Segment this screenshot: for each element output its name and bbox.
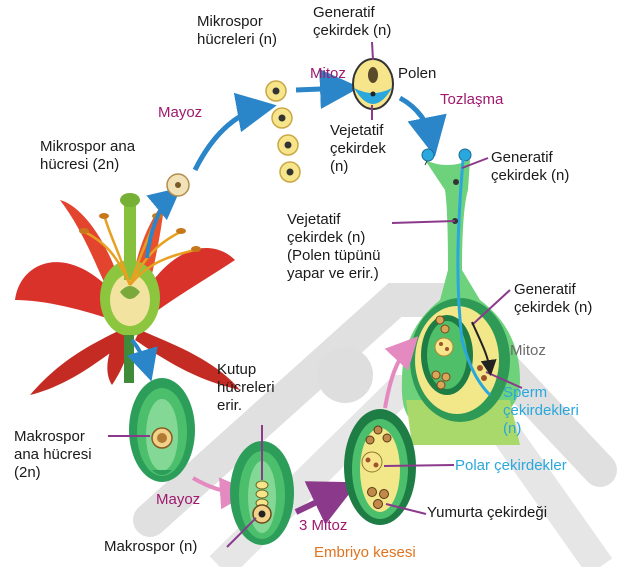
label-megaspore: Makrospor (n) [104, 538, 197, 556]
mitosis-arrow-top [296, 88, 345, 90]
label-three-mitosis: 3 Mitoz [299, 517, 347, 535]
label-pollen: Polen [398, 65, 436, 83]
label-mitosis-ovule: Mitoz [510, 342, 546, 360]
label-polar-nuclei: Polar çekirdekler [455, 457, 567, 475]
microspore-cells [266, 81, 300, 182]
megaspore-mother-ovule [129, 378, 195, 482]
meiosis-arrow-top [195, 108, 262, 170]
label-egg-nucleus: Yumurta çekirdeği [427, 504, 547, 522]
pollen-grain [353, 59, 393, 109]
label-meiosis-bottom: Mayoz [156, 491, 200, 509]
pollination-arrow [400, 98, 432, 142]
label-embryo-sac: Embriyo kesesi [314, 544, 416, 562]
label-mitosis-top: Mitoz [310, 65, 346, 83]
microspore-mother-cell [167, 174, 189, 196]
label-meiosis-top: Mayoz [158, 104, 202, 122]
flower-illustration [15, 193, 240, 395]
label-pollination: Tozlaşma [440, 91, 503, 109]
embryo-sac [344, 409, 416, 525]
